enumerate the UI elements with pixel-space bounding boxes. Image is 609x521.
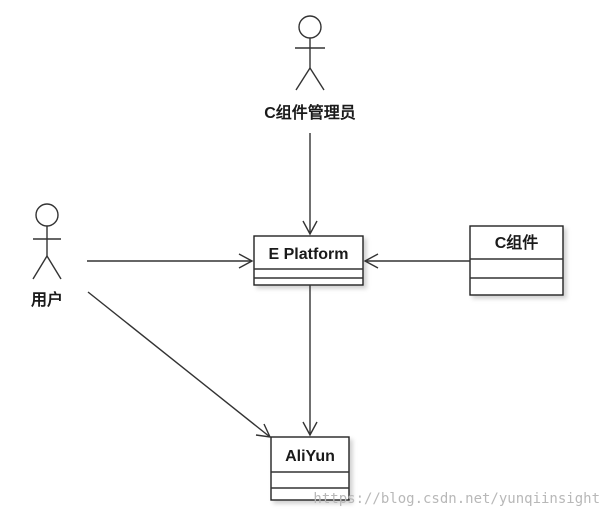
arrowhead-icon xyxy=(302,421,318,437)
arrowhead-icon xyxy=(238,253,254,269)
component-label: C组件 xyxy=(495,233,539,252)
actor-admin[interactable]: C组件管理员 xyxy=(264,15,356,122)
actor-user[interactable]: 用户 xyxy=(31,203,63,309)
edge-platform-to-aliyun[interactable] xyxy=(302,285,318,437)
aliyun-label: AliYun xyxy=(285,448,335,465)
arrowhead-icon xyxy=(255,423,272,438)
edge-admin-to-platform[interactable] xyxy=(302,133,318,236)
admin-label: C组件管理员 xyxy=(264,103,356,122)
arrowhead-icon xyxy=(363,253,379,269)
arrowhead-icon xyxy=(302,220,318,236)
user-stick-figure-icon xyxy=(32,203,62,280)
edge-user-to-aliyun[interactable] xyxy=(87,291,272,438)
class-aliyun[interactable]: AliYun xyxy=(270,436,350,501)
platform-box xyxy=(253,235,364,286)
class-platform[interactable]: E Platform xyxy=(253,235,364,286)
platform-label: E Platform xyxy=(268,246,348,263)
admin-stick-figure-icon xyxy=(295,15,325,91)
watermark-text: https://blog.csdn.net/yunqiinsight xyxy=(313,491,600,507)
class-component[interactable]: C组件 xyxy=(469,225,564,296)
aliyun-box xyxy=(270,436,350,501)
edge-user-to-platform[interactable] xyxy=(87,253,254,269)
user-label: 用户 xyxy=(31,290,63,309)
edge-component-to-platform[interactable] xyxy=(363,253,470,269)
